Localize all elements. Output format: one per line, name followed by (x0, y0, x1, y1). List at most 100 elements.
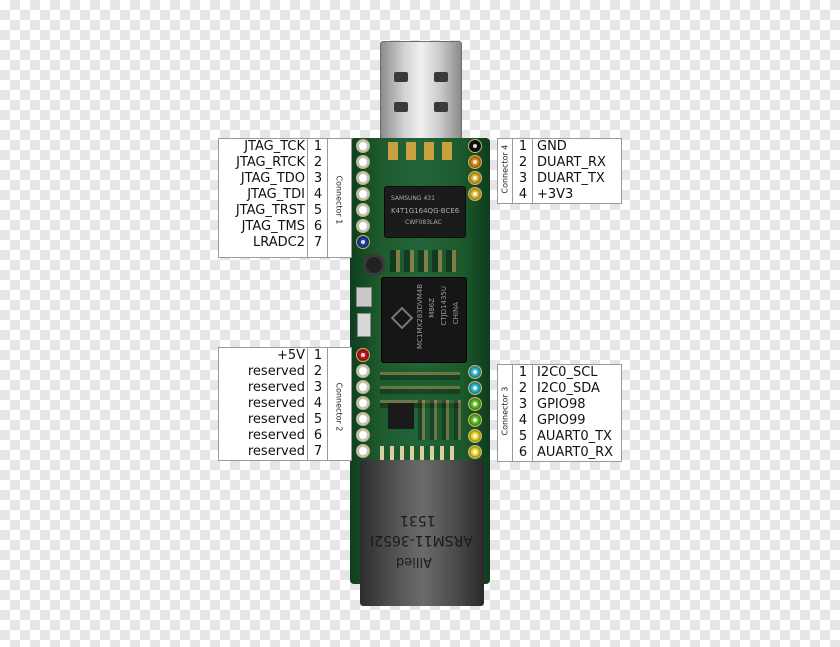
c2-pin-hole-3 (357, 381, 369, 393)
cpu-marking-1: MC1MX283DVM4B (416, 284, 424, 349)
usb-slot-left (394, 72, 408, 82)
rj45-pins (380, 446, 460, 460)
connector-2-pins (356, 347, 372, 465)
c3-pin-hole-3 (469, 398, 481, 410)
c1-pin-hole-2 (357, 156, 369, 168)
c4-pin-hole-3 (469, 172, 481, 184)
c3-pin-hole-6 (469, 446, 481, 458)
c1-pin-4-label: JTAG_TDI (247, 187, 305, 202)
connector-1-pins (356, 138, 372, 256)
c1-pin-4-num: 4 (313, 187, 323, 202)
button (356, 287, 372, 307)
c2-pin-2-label: reserved (247, 364, 305, 379)
c2-pin-7-num: 7 (313, 444, 323, 459)
c2-pin-4-num: 4 (313, 396, 323, 411)
c3-pin-5-label: AUART0_TX (537, 429, 612, 444)
cpu-marking-4: CHINA (452, 302, 460, 325)
c4-pin-4-num: 4 (518, 187, 528, 202)
connector-3-pins (468, 364, 484, 464)
rj45-marking-2: ARSM11-3652I (370, 532, 473, 548)
c3-pin-hole-4 (469, 414, 481, 426)
c2-pin-1-label: +5V (276, 348, 305, 363)
cpu-marking-2: M86Z (428, 298, 436, 318)
c3-pin-5-num: 5 (518, 429, 528, 444)
rj45-magnetics: 1531 ARSM11-3652I Allied (360, 460, 484, 606)
rj45-marking-1: 1531 (400, 512, 436, 528)
c3-pin-3-label: GPIO98 (537, 397, 586, 412)
c1-pin-6-label: JTAG_TMS (241, 219, 305, 234)
c1-pin-5-num: 5 (313, 203, 323, 218)
c2-pin-1-num: 1 (313, 348, 323, 363)
c3-pin-4-num: 4 (518, 413, 528, 428)
ram-marking-2: K4T1G164QG-BCE6 (391, 207, 460, 215)
cpu-marking-3: CTJD1435U (440, 286, 448, 326)
c1-pin-7-num: 7 (313, 235, 323, 250)
c3-pin-6-label: AUART0_RX (537, 445, 614, 460)
c2-pin-hole-7 (357, 445, 369, 457)
cpu-chip: MC1MX283DVM4B M86Z CTJD1435U CHINA (382, 278, 466, 362)
c2-pin-5-num: 5 (313, 412, 323, 427)
c2-pin-hole-4 (357, 397, 369, 409)
c1-pin-hole-5 (357, 204, 369, 216)
c1-pin-2-num: 2 (313, 155, 323, 170)
c2-pin-6-num: 6 (313, 428, 323, 443)
c3-pin-1-num: 1 (518, 365, 528, 380)
c1-pin-hole-1 (357, 140, 369, 152)
c3-pin-2-num: 2 (518, 381, 528, 396)
freescale-logo (390, 306, 414, 330)
c1-pin-7-label: LRADC2 (253, 235, 305, 250)
ethernet-phy (388, 403, 414, 429)
c3-pin-hole-2 (469, 382, 481, 394)
c4-pin-1-num: 1 (518, 139, 528, 154)
c1-pin-5-label: JTAG_TRST (235, 203, 305, 218)
usb-slot-right (434, 72, 448, 82)
c2-pin-3-label: reserved (247, 380, 305, 395)
c2-pin-hole-1 (357, 349, 369, 361)
connector-small (357, 313, 371, 337)
c3-pin-6-num: 6 (518, 445, 528, 460)
rj45-marking-3: Allied (396, 554, 432, 569)
c4-pin-hole-2 (469, 156, 481, 168)
c4-pin-hole-1 (469, 140, 481, 152)
c4-pin-1-label: GND (537, 139, 567, 154)
c1-pin-hole-4 (357, 188, 369, 200)
c4-pin-hole-4 (469, 188, 481, 200)
c2-pin-7-label: reserved (247, 444, 305, 459)
c3-pin-2-label: I2C0_SDA (537, 381, 600, 396)
smd-cluster-3 (418, 400, 462, 440)
c2-pin-hole-5 (357, 413, 369, 425)
c3-pin-1-label: I2C0_SCL (537, 365, 598, 380)
c4-pin-3-label: DUART_TX (537, 171, 605, 186)
c2-pin-6-label: reserved (247, 428, 305, 443)
c1-pin-1-label: JTAG_TCK (244, 139, 305, 154)
c1-pin-hole-7 (357, 236, 369, 248)
ram-marking-3: CWF083LAC (405, 219, 442, 226)
ram-marking-1: SAMSUNG 431 (391, 195, 435, 202)
c2-pin-hole-6 (357, 429, 369, 441)
c2-pin-3-num: 3 (313, 380, 323, 395)
smd-cluster-1 (390, 250, 460, 272)
ram-chip: SAMSUNG 431 K4T1G164QG-BCE6 CWF083LAC (385, 187, 465, 237)
usb-slot-right-2 (434, 102, 448, 112)
c2-pin-4-label: reserved (247, 396, 305, 411)
c3-pin-hole-1 (469, 366, 481, 378)
c2-pin-hole-2 (357, 365, 369, 377)
c4-pin-2-label: DUART_RX (537, 155, 606, 170)
c1-pin-1-num: 1 (313, 139, 323, 154)
c4-pin-3-num: 3 (518, 171, 528, 186)
c1-pin-2-label: JTAG_RTCK (236, 155, 305, 170)
c4-pin-2-num: 2 (518, 155, 528, 170)
c1-pin-hole-6 (357, 220, 369, 232)
connector-4-pins (468, 138, 484, 206)
c2-pin-2-num: 2 (313, 364, 323, 379)
usb-slot-left-2 (394, 102, 408, 112)
c1-pin-3-num: 3 (313, 171, 323, 186)
c3-pin-hole-5 (469, 430, 481, 442)
c2-pin-5-label: reserved (247, 412, 305, 427)
c4-pin-4-label: +3V3 (537, 187, 574, 202)
